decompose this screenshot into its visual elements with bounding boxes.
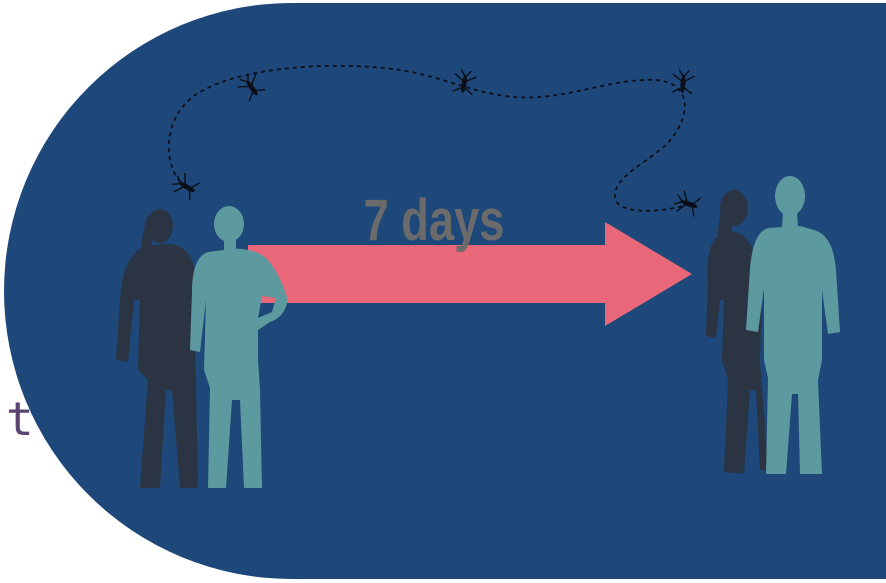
cut-off-edge-text: t	[6, 396, 34, 442]
duration-label: 7 days	[364, 189, 505, 254]
